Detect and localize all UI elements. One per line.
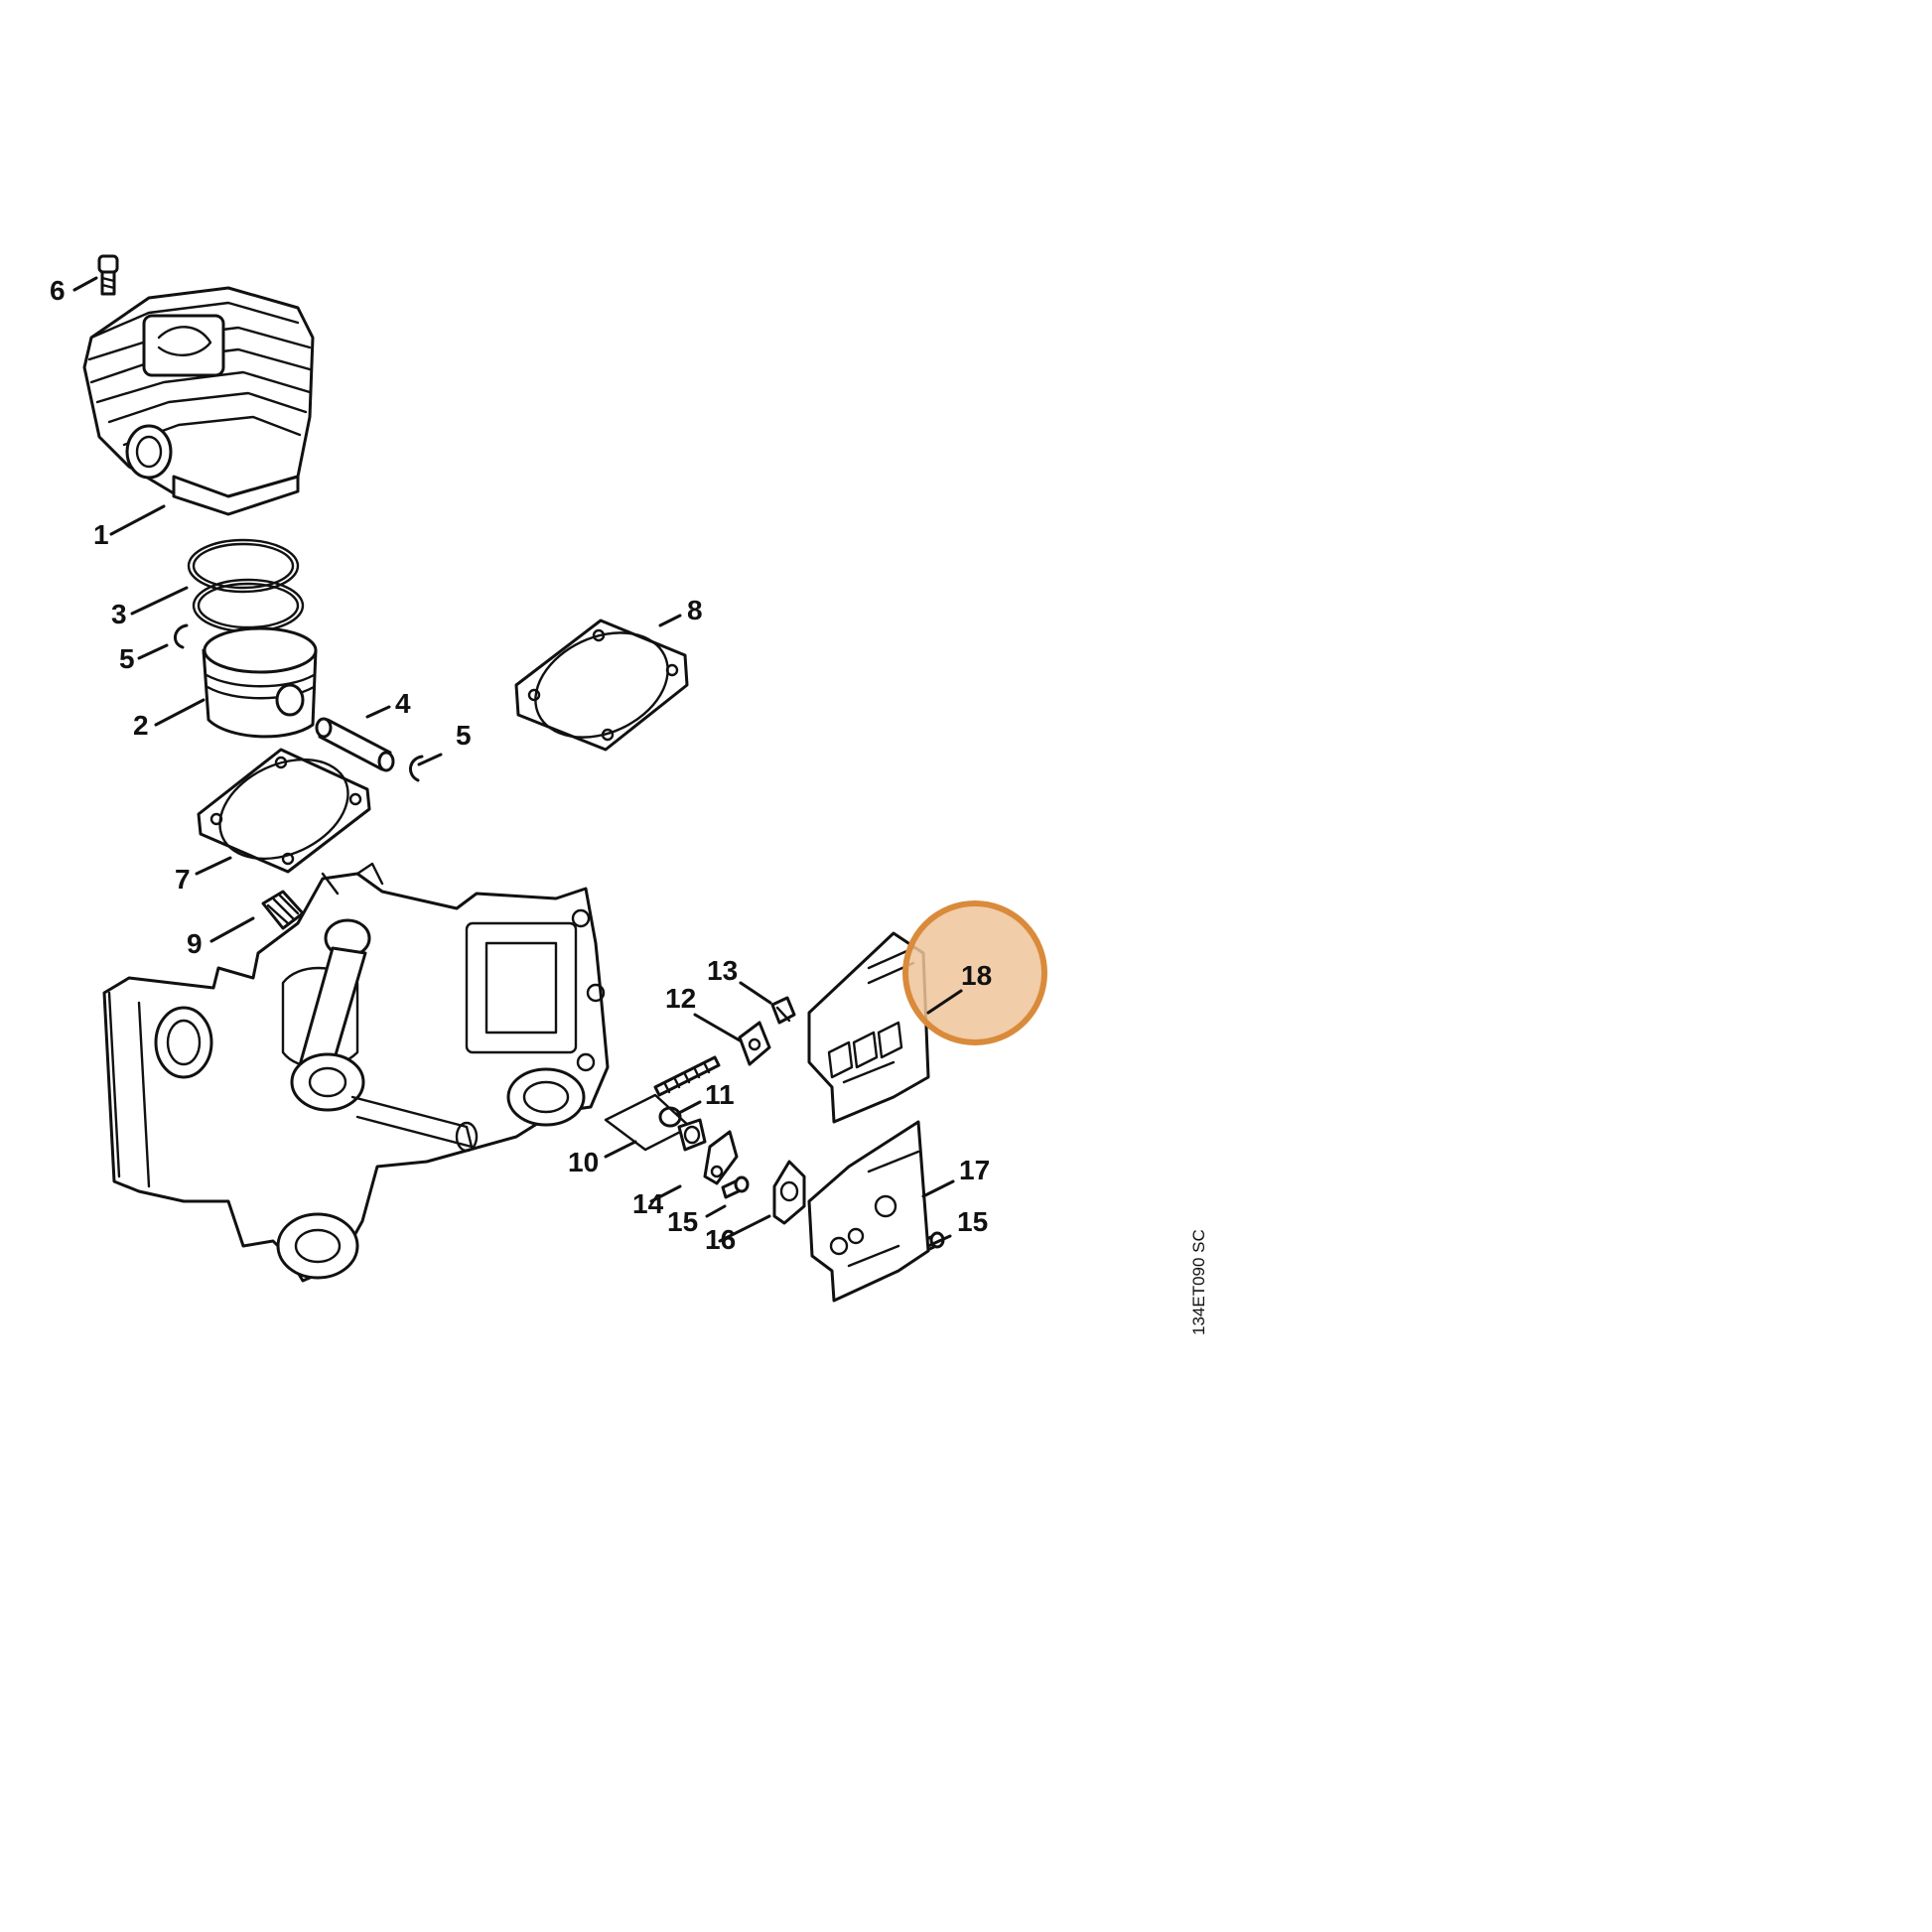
piston-rings-3 [187, 538, 305, 633]
cover-plate-14 [703, 1130, 739, 1185]
callout-12[interactable]: 12 [665, 983, 696, 1014]
drawing-code: 134ET090 SC [1189, 1229, 1208, 1335]
guard-plate-17 [807, 1120, 930, 1303]
callout-9[interactable]: 9 [187, 928, 203, 959]
callout-labels: 6 1 3 5 2 4 5 8 7 9 10 11 12 13 14 15 16… [50, 275, 992, 1255]
guard-plate-18 [807, 931, 930, 1124]
callout-10[interactable]: 10 [568, 1147, 599, 1177]
callout-14[interactable]: 14 [632, 1188, 664, 1219]
callout-13[interactable]: 13 [707, 955, 738, 986]
chain-guide-16 [772, 1160, 806, 1225]
screw-6 [97, 254, 119, 296]
o-ring-11 [658, 1106, 682, 1128]
callout-7[interactable]: 7 [175, 864, 191, 895]
callout-4[interactable]: 4 [395, 688, 411, 719]
leader-lines [72, 276, 963, 1248]
oil-pump-12 [738, 1021, 771, 1066]
callout-15-right[interactable]: 15 [957, 1206, 988, 1237]
callout-11[interactable]: 11 [705, 1079, 735, 1110]
screw-15-left [721, 1175, 750, 1199]
callout-5-left[interactable]: 5 [119, 643, 135, 674]
worm-shaft [653, 1055, 721, 1097]
piston-2 [202, 626, 318, 739]
callout-5-right[interactable]: 5 [456, 720, 472, 751]
crankcase [102, 862, 610, 1283]
callout-8[interactable]: 8 [687, 595, 703, 625]
callout-18[interactable]: 18 [961, 960, 992, 991]
gasket-8 [514, 619, 689, 752]
clip-13 [770, 996, 796, 1025]
gasket-7 [197, 748, 371, 874]
callout-2[interactable]: 2 [133, 710, 149, 741]
callout-17[interactable]: 17 [959, 1155, 990, 1185]
oil-pump-worm-14 [677, 1118, 707, 1152]
callout-15-left[interactable]: 15 [667, 1206, 698, 1237]
callout-16[interactable]: 16 [705, 1224, 736, 1255]
piston-pin-4 [315, 717, 395, 772]
cylinder-1 [82, 286, 315, 516]
callout-1[interactable]: 1 [93, 519, 109, 550]
circlip-5-left [174, 623, 189, 649]
circlip-5-right [409, 755, 424, 782]
callout-6[interactable]: 6 [50, 275, 66, 306]
highlight-circle[interactable] [902, 900, 1047, 1045]
callout-3[interactable]: 3 [111, 599, 127, 629]
